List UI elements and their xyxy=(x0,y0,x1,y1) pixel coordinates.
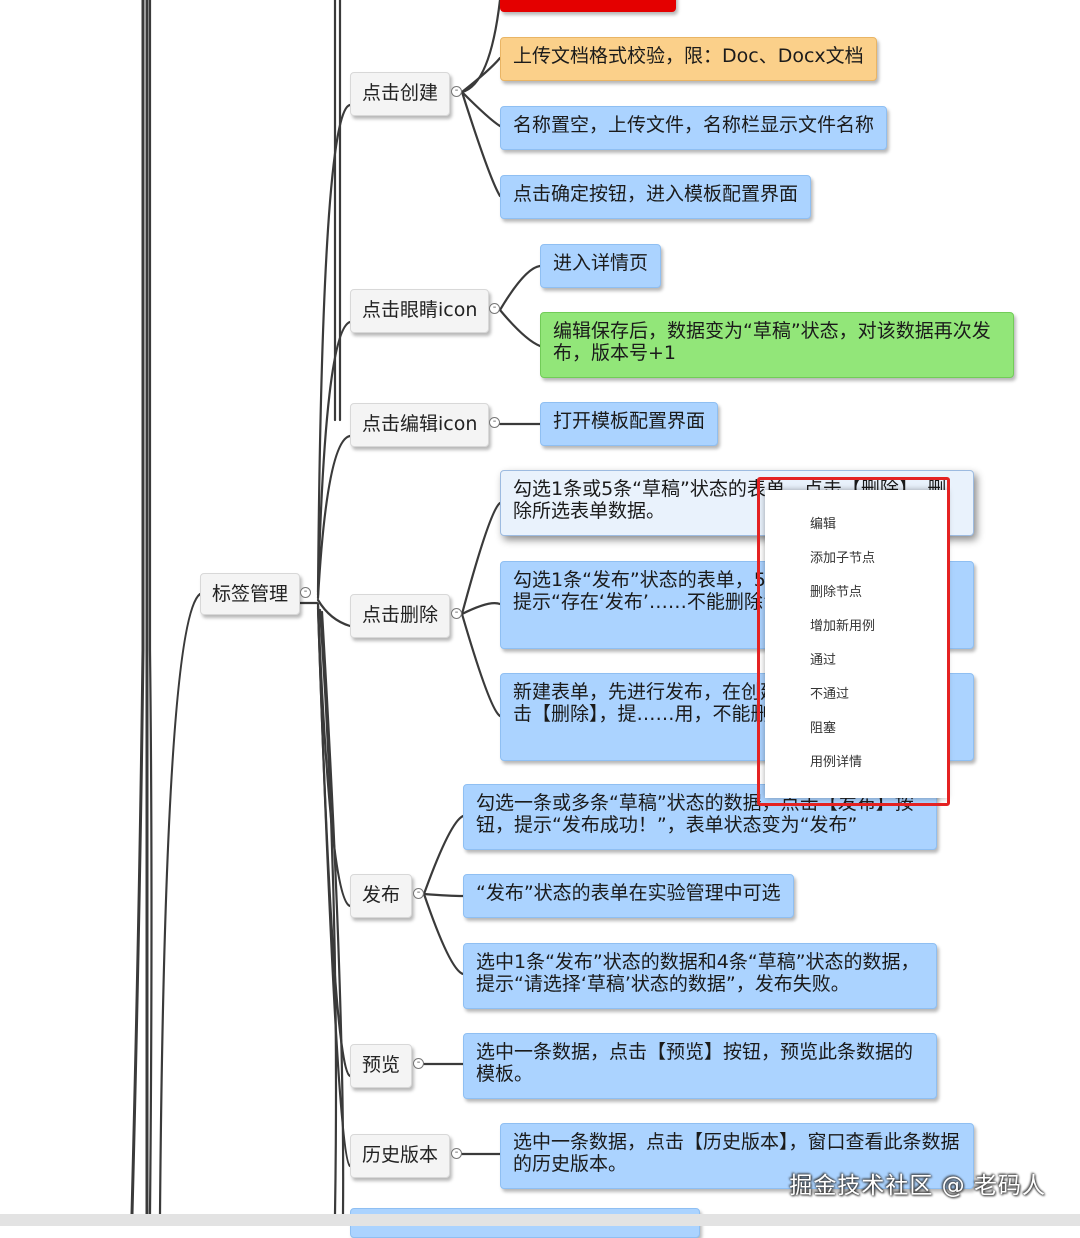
watermark: 掘金技术社区 @ 老码人 xyxy=(789,1173,1046,1199)
leaf-publish-selectable[interactable]: “发布”状态的表单在实验管理中可选 xyxy=(463,874,794,918)
annotation-highlight-box xyxy=(757,477,950,806)
leaf-edit-open-config[interactable]: 打开模板配置界面 xyxy=(540,402,719,446)
menu-item-fail[interactable]: 不通过 xyxy=(810,687,850,702)
leaf-preview-template[interactable]: 选中一条数据，点击【预览】按钮，预览此条数据的模板。 xyxy=(463,1033,937,1099)
collapse-icon[interactable]: - xyxy=(451,1148,462,1159)
collapse-icon[interactable]: - xyxy=(489,303,500,314)
collapse-icon[interactable]: - xyxy=(300,587,311,598)
branch-click-create[interactable]: 点击创建 xyxy=(350,72,451,116)
context-menu: 编辑 添加子节点 删除节点 增加新用例 通过 不通过 阻塞 用例详情 xyxy=(765,490,947,798)
menu-item-add-test-case[interactable]: 增加新用例 xyxy=(810,619,876,634)
collapse-icon[interactable]: - xyxy=(413,888,424,899)
menu-item-pass[interactable]: 通过 xyxy=(810,653,837,668)
menu-item-case-detail[interactable]: 用例详情 xyxy=(810,755,863,770)
leaf-history-window[interactable]: 选中一条数据，点击【历史版本】，窗口查看此条数据的历史版本。 xyxy=(500,1123,974,1189)
collapse-icon[interactable]: - xyxy=(451,86,462,97)
leaf-create-name-empty[interactable]: 名称置空，上传文件，名称栏显示文件名称 xyxy=(500,106,888,150)
branch-click-eye-icon[interactable]: 点击眼睛icon xyxy=(350,289,490,333)
leaf-red-node[interactable] xyxy=(500,0,676,12)
branch-click-edit-icon[interactable]: 点击编辑icon xyxy=(350,403,490,447)
menu-item-delete-node[interactable]: 删除节点 xyxy=(810,585,863,600)
branch-click-delete[interactable]: 点击删除 xyxy=(350,594,451,638)
leaf-create-format-check[interactable]: 上传文档格式校验，限：Doc、Docx文档 xyxy=(500,37,877,81)
branch-history-version[interactable]: 历史版本 xyxy=(350,1134,451,1178)
branch-publish[interactable]: 发布 xyxy=(350,874,413,918)
leaf-create-confirm[interactable]: 点击确定按钮，进入模板配置界面 xyxy=(500,175,812,219)
root-node-tag-management[interactable]: 标签管理 xyxy=(200,573,301,615)
horizontal-scrollbar[interactable] xyxy=(0,1214,1080,1226)
menu-item-add-child-node[interactable]: 添加子节点 xyxy=(810,551,876,566)
leaf-publish-mixed[interactable]: 选中1条“发布”状态的数据和4条“草稿”状态的数据，提示“请选择‘草稿’状态的数… xyxy=(463,943,937,1009)
collapse-icon[interactable]: - xyxy=(489,417,500,428)
menu-item-edit[interactable]: 编辑 xyxy=(810,517,837,532)
menu-item-blocked[interactable]: 阻塞 xyxy=(810,721,837,736)
leaf-eye-edit-save[interactable]: 编辑保存后，数据变为“草稿”状态，对该数据再次发布，版本号+1 xyxy=(540,312,1014,378)
collapse-icon[interactable]: - xyxy=(451,608,462,619)
collapse-icon[interactable]: - xyxy=(413,1058,424,1069)
branch-preview[interactable]: 预览 xyxy=(350,1044,413,1088)
leaf-eye-detail-page[interactable]: 进入详情页 xyxy=(540,244,662,288)
